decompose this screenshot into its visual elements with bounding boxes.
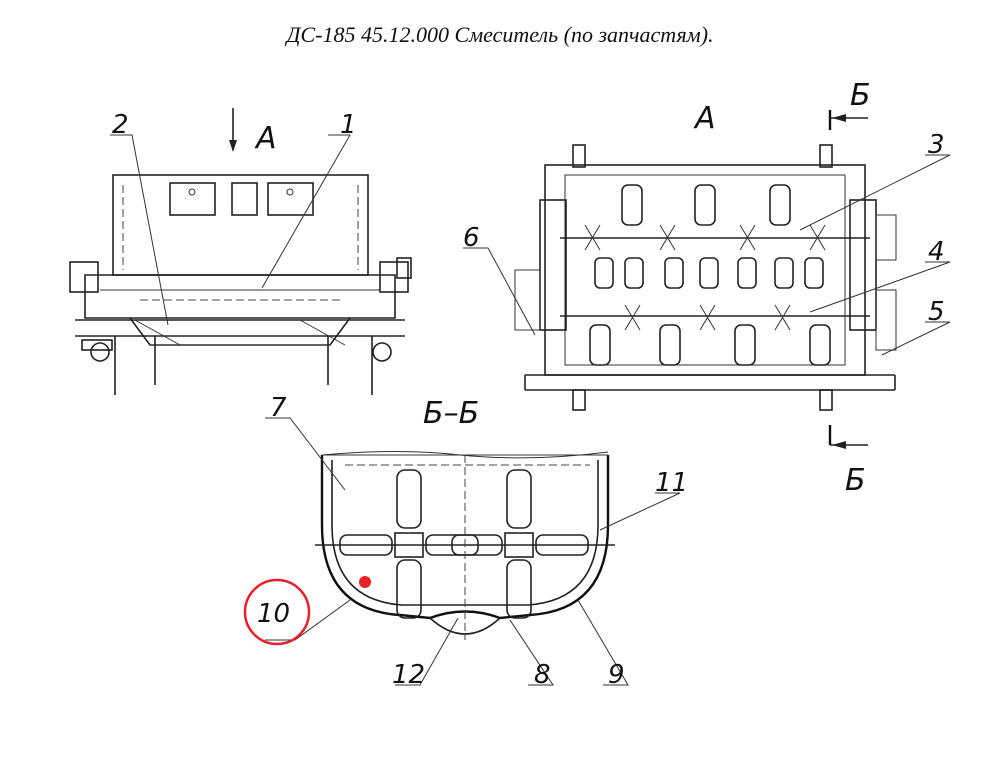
callout-12: 12 bbox=[392, 660, 425, 690]
callout-7: 7 bbox=[270, 393, 287, 423]
section-b-top-label: Б bbox=[850, 78, 871, 113]
view-a-top-label: А bbox=[693, 101, 716, 136]
callout-1: 1 bbox=[340, 110, 357, 140]
front-view bbox=[69, 108, 412, 395]
section-bb-title: Б–Б bbox=[423, 396, 479, 431]
highlight-circle bbox=[243, 578, 311, 646]
highlight-dot bbox=[359, 576, 371, 588]
callout-4: 4 bbox=[928, 237, 945, 267]
view-a-front-label: А bbox=[254, 121, 277, 156]
callout-6: 6 bbox=[463, 223, 480, 253]
callout-2: 2 bbox=[112, 110, 129, 140]
callout-8: 8 bbox=[534, 660, 551, 690]
leader-lines bbox=[110, 134, 951, 686]
callout-10: 10 bbox=[257, 599, 290, 629]
section-bb bbox=[315, 451, 615, 640]
page-title: ДС-185 45.12.000 Смеситель (по запчастям… bbox=[286, 22, 714, 47]
top-view-a bbox=[514, 110, 897, 449]
callout-3: 3 bbox=[928, 130, 945, 160]
callout-9: 9 bbox=[608, 660, 625, 690]
section-b-bottom-label: Б bbox=[845, 463, 866, 498]
callout-11: 11 bbox=[655, 468, 688, 498]
callout-5: 5 bbox=[928, 297, 945, 327]
